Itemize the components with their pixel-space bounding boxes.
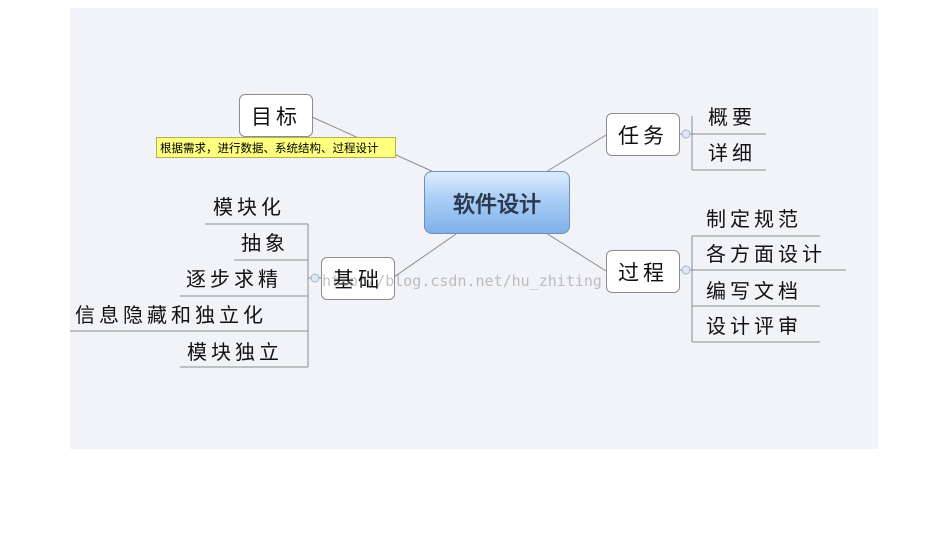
link-task	[545, 134, 607, 173]
foundation-child-modularity[interactable]: 模块化	[213, 195, 285, 219]
watermark: http://blog.csdn.net/hu_zhiting	[322, 272, 602, 290]
link-foundation	[393, 233, 457, 278]
collapse-dot-process	[681, 265, 691, 275]
process-child-review[interactable]: 设计评审	[706, 314, 802, 338]
branch-goal[interactable]: 目标	[239, 94, 313, 137]
central-topic[interactable]: 软件设计	[424, 171, 570, 234]
process-child-standards[interactable]: 制定规范	[706, 207, 802, 231]
collapse-dot-foundation	[310, 273, 320, 283]
collapse-dot-task	[681, 129, 691, 139]
process-child-design-aspects[interactable]: 各方面设计	[706, 242, 826, 266]
branch-task[interactable]: 任务	[606, 113, 680, 156]
foundation-child-abstraction[interactable]: 抽象	[241, 231, 289, 255]
task-child-outline[interactable]: 概要	[708, 105, 756, 129]
link-process	[545, 232, 607, 272]
foundation-child-refinement[interactable]: 逐步求精	[186, 267, 282, 291]
branch-foundation[interactable]: 基础	[321, 257, 395, 300]
task-child-detail[interactable]: 详细	[708, 141, 756, 165]
process-child-documentation[interactable]: 编写文档	[706, 279, 802, 303]
foundation-child-info-hiding[interactable]: 信息隐藏和独立化	[75, 303, 267, 327]
goal-note: 根据需求，进行数据、系统结构、过程设计	[156, 137, 396, 158]
foundation-child-module-independence[interactable]: 模块独立	[187, 340, 283, 364]
branch-process[interactable]: 过程	[606, 250, 680, 293]
